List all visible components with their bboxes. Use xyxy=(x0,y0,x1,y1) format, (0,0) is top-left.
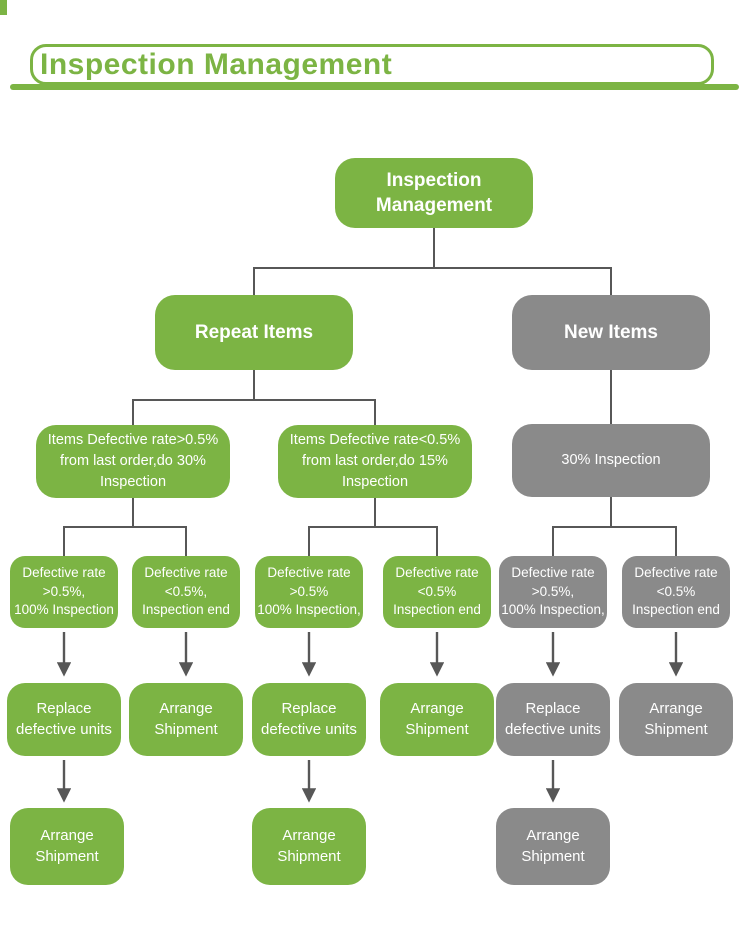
node-col6-defrate-low-inspend: Defective rate <0.5% Inspection end xyxy=(622,556,730,628)
node-label: Arrange Shipment xyxy=(644,700,708,738)
node-label: Defective rate >0.5%, 100% Inspection, xyxy=(501,564,605,618)
node-label: Arrange Shipment xyxy=(154,700,218,738)
connector-30inspection-children xyxy=(552,497,677,556)
node-new-items: New Items xyxy=(512,295,710,370)
node-col2-defrate-low-inspend: Defective rate <0.5%, Inspection end xyxy=(132,556,240,628)
node-col5-defrate-high-100insp: Defective rate >0.5%, 100% Inspection, xyxy=(499,556,607,628)
node-label: Arrange Shipment xyxy=(35,827,99,865)
node-label: Items Defective rate>0.5% from last orde… xyxy=(47,431,219,490)
connector-root-children xyxy=(253,228,612,295)
connector-repeathigh-children xyxy=(63,498,187,556)
node-label: Items Defective rate<0.5% from last orde… xyxy=(289,431,461,490)
header-underline xyxy=(10,84,739,90)
node-col1-arrange-shipment-final: Arrange Shipment xyxy=(10,808,124,885)
node-inspection-management: Inspection Management xyxy=(335,158,533,228)
node-col2-arrange-shipment: Arrange Shipment xyxy=(129,683,243,756)
node-col4-defrate-low-inspend: Defective rate <0.5% Inspection end xyxy=(383,556,491,628)
connector-repeatlow-children xyxy=(308,498,438,556)
corner-accent-mark xyxy=(0,0,7,15)
node-col3-defrate-high-100insp: Defective rate >0.5% 100% Inspection, xyxy=(255,556,363,628)
node-label: Defective rate >0.5% 100% Inspection, xyxy=(257,564,361,618)
node-label: Repeat Items xyxy=(194,321,314,343)
node-col4-arrange-shipment: Arrange Shipment xyxy=(380,683,494,756)
node-label: Replace defective units xyxy=(505,700,601,738)
node-label: 30% Inspection xyxy=(561,451,661,468)
node-col5-arrange-shipment-final: Arrange Shipment xyxy=(496,808,610,885)
node-label: Arrange Shipment xyxy=(277,827,341,865)
header-outline xyxy=(30,44,714,85)
node-col3-arrange-shipment-final: Arrange Shipment xyxy=(252,808,366,885)
node-label: Defective rate <0.5%, Inspection end xyxy=(142,564,230,618)
node-label: Defective rate <0.5% Inspection end xyxy=(393,564,481,618)
node-label: Inspection Management xyxy=(375,169,493,216)
node-label: Replace defective units xyxy=(16,700,112,738)
node-label: Arrange Shipment xyxy=(405,700,469,738)
node-30pct-inspection: 30% Inspection xyxy=(512,424,710,497)
node-label: Defective rate <0.5% Inspection end xyxy=(632,564,720,618)
node-col6-arrange-shipment: Arrange Shipment xyxy=(619,683,733,756)
node-repeat-items: Repeat Items xyxy=(155,295,353,370)
node-col1-defrate-high-100insp: Defective rate >0.5%, 100% Inspection xyxy=(10,556,118,628)
node-col5-replace-defective-units: Replace defective units xyxy=(496,683,610,756)
node-label: New Items xyxy=(564,321,658,343)
node-label: Replace defective units xyxy=(261,700,357,738)
node-label: Defective rate >0.5%, 100% Inspection xyxy=(14,564,114,618)
node-col1-replace-defective-units: Replace defective units xyxy=(7,683,121,756)
node-label: Arrange Shipment xyxy=(521,827,585,865)
node-repeat-defective-rate-low: Items Defective rate<0.5% from last orde… xyxy=(278,425,472,498)
node-col3-replace-defective-units: Replace defective units xyxy=(252,683,366,756)
node-repeat-defective-rate-high: Items Defective rate>0.5% from last orde… xyxy=(36,425,230,498)
connector-repeat-children xyxy=(132,370,376,425)
page-title: Inspection Management xyxy=(40,47,393,81)
